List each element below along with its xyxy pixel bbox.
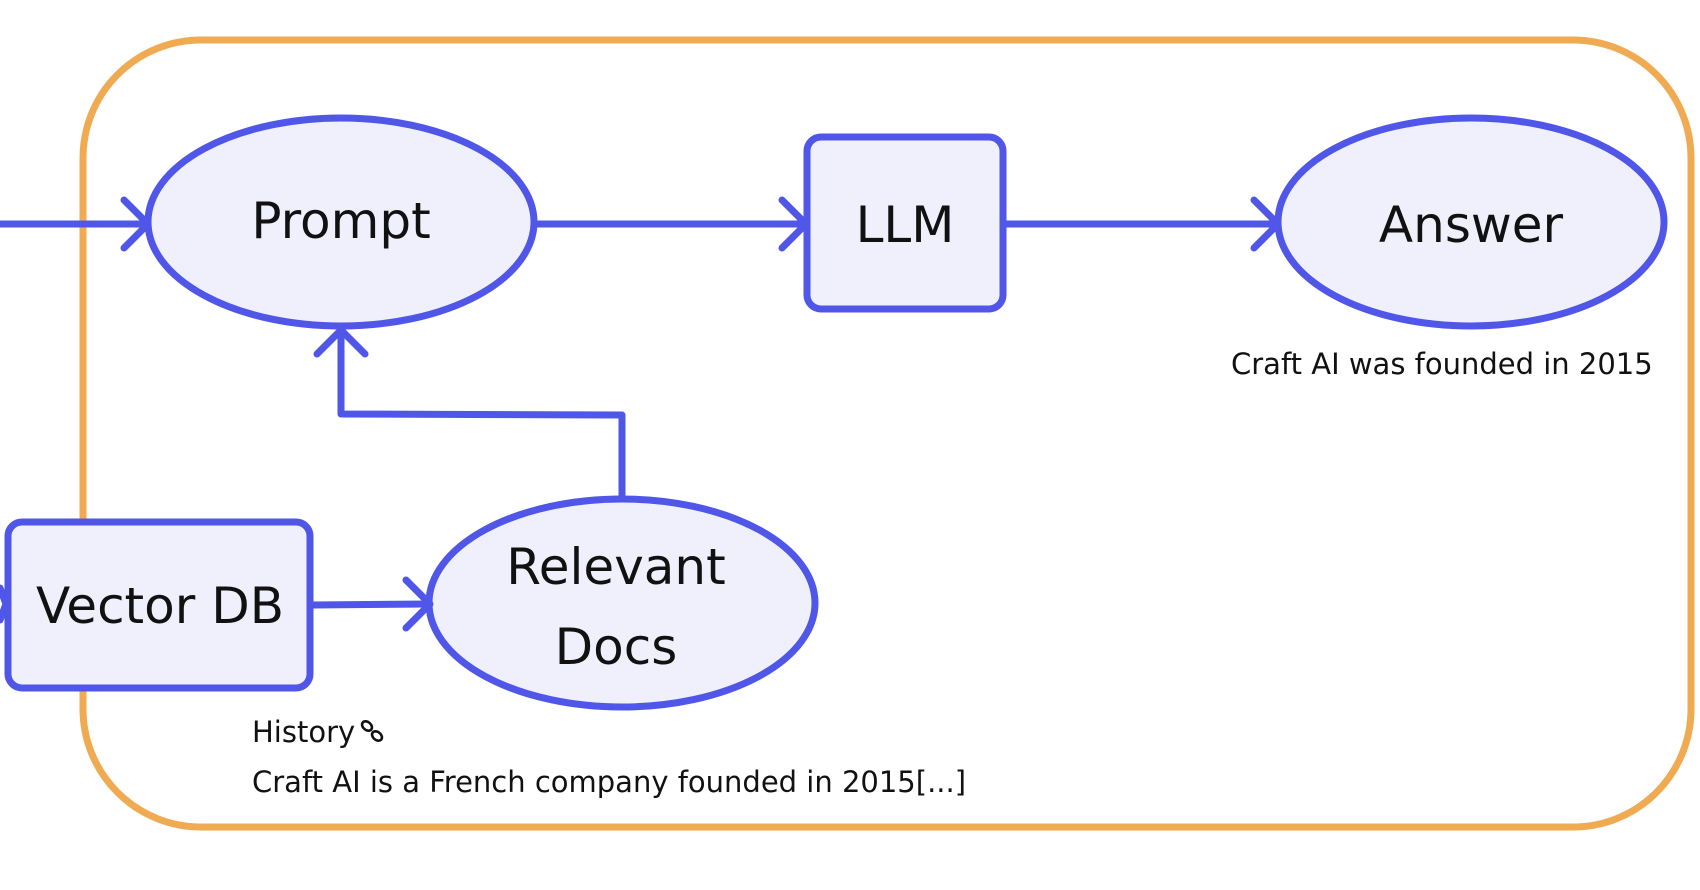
prompt-to-llm-arrow <box>533 196 810 252</box>
llm-label: LLM <box>856 196 955 254</box>
input-to-vector-db-arrow <box>0 584 10 624</box>
history-label: History <box>252 715 355 749</box>
answer-example-text: Craft AI was founded in 2015 <box>1231 347 1653 381</box>
answer-label: Answer <box>1379 196 1564 254</box>
pipeline-frame <box>79 36 1695 831</box>
history-example-text: Craft AI is a French company founded in … <box>252 765 966 799</box>
relevant-docs-label-line1: Relevant <box>506 538 725 596</box>
input-to-prompt-arrow <box>0 196 152 252</box>
relevant-docs-label-line2: Docs <box>555 618 678 676</box>
link-icon <box>360 720 384 742</box>
docs-to-prompt-arrow <box>313 326 626 503</box>
vector-db-label: Vector DB <box>36 577 284 635</box>
prompt-label: Prompt <box>251 192 430 250</box>
llm-to-answer-arrow <box>1002 196 1282 252</box>
vector-db-to-docs-arrow <box>309 576 434 632</box>
